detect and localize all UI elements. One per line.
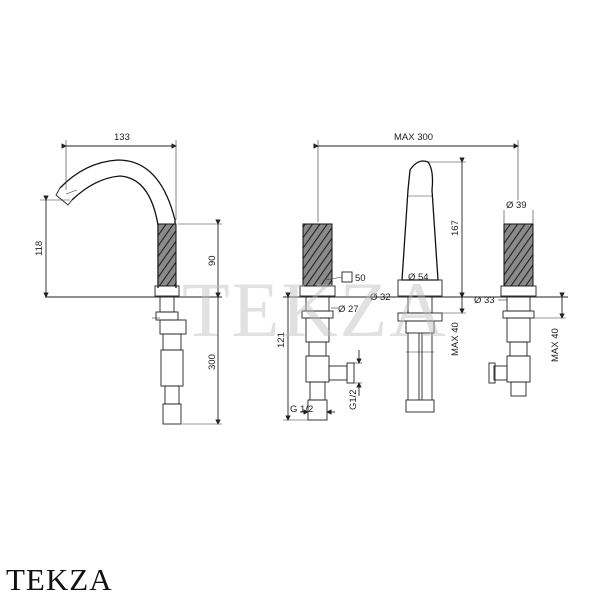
dim-spout-reach: 133 [114, 132, 130, 143]
dim-valve-height: 121 [276, 332, 287, 348]
dim-thread-side: G1/2 [348, 389, 359, 410]
brand-logo-text: TEKZA [6, 562, 113, 597]
dim-spout-height: 118 [34, 241, 45, 256]
dim-max-spread: MAX 300 [394, 132, 433, 143]
spout-side-view: 133 118 90 300 [34, 132, 222, 425]
center-spout [397, 160, 443, 413]
dim-max-deck-left: MAX 40 [450, 322, 461, 356]
dim-thread-bottom: G 1/2 [290, 404, 313, 415]
dim-nut-size: 50 [355, 273, 366, 284]
dim-handle-top-diameter: Ø 39 [506, 200, 527, 211]
dim-center-height: 167 [450, 220, 461, 236]
dim-max-deck-right: MAX 40 [550, 328, 561, 362]
dim-handle-base-diameter: Ø 33 [474, 295, 495, 306]
dim-below-deck: 300 [207, 354, 218, 370]
dim-base-diameter: Ø 54 [408, 272, 429, 283]
left-handle [299, 223, 355, 421]
right-handle [488, 223, 537, 397]
watermark: TEKZA [182, 266, 448, 353]
dim-body-diameter: Ø 27 [338, 304, 359, 315]
dim-handle-height: 90 [207, 255, 218, 266]
front-view: MAX 300 50 Ø 27 121 [276, 132, 568, 421]
dim-shank-diameter: Ø 32 [370, 292, 391, 303]
